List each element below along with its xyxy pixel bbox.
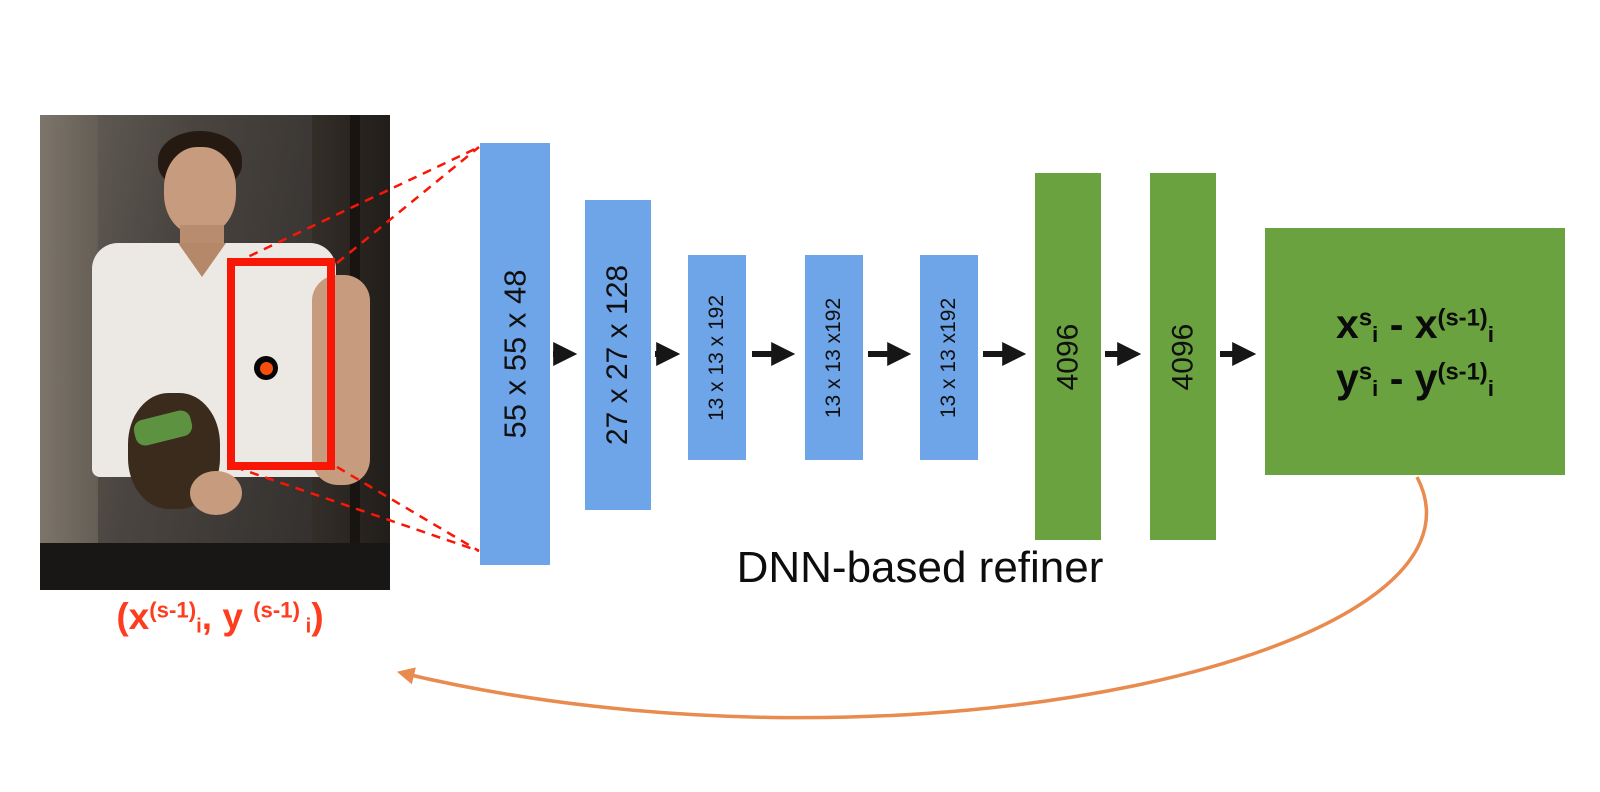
predicted-joint-dot-center <box>259 361 273 375</box>
bounding-box <box>227 258 335 470</box>
fc-layer-1: 4096 <box>1035 173 1101 540</box>
term-sup: (s-1) <box>1437 358 1488 386</box>
photo-person-vneck <box>178 243 226 277</box>
refiner-caption: DNN-based refiner <box>736 543 1104 592</box>
photo-person-hand <box>190 471 242 515</box>
term-sub: i <box>300 615 312 638</box>
output-expression-y: ysi - y(s-1)i <box>1336 355 1494 402</box>
conv-layer-3: 13 x 13 x 192 <box>688 255 746 460</box>
input-coordinates-caption: (x(s-1)i, y (s-1) i) <box>25 596 415 639</box>
photo-background-pillar <box>40 115 98 590</box>
term-operator: - <box>1378 354 1415 401</box>
output-box: xsi - x(s-1)i ysi - y(s-1)i <box>1265 228 1565 475</box>
term-sup: s <box>1358 305 1373 333</box>
conv-layer-5: 13 x 13 x192 <box>920 255 978 460</box>
conv-layer-4-label: 13 x 13 x192 <box>822 297 846 418</box>
photo-person-trousers <box>40 543 390 590</box>
term-open-paren: ( <box>116 596 129 637</box>
term-base: x <box>128 596 150 637</box>
conv-layer-5-label: 13 x 13 x192 <box>937 297 961 418</box>
output-expression-x: xsi - x(s-1)i <box>1336 301 1494 348</box>
term-operator: - <box>1378 301 1415 348</box>
conv-layer-2-label: 27 x 27 x 128 <box>601 264 635 446</box>
term-sup: (s-1) <box>149 597 197 623</box>
conv-layer-4: 13 x 13 x192 <box>805 255 863 460</box>
term-base: x <box>1336 301 1359 348</box>
term-sup: s <box>1358 358 1373 386</box>
term-base: y <box>222 596 254 637</box>
term-sub: i <box>1487 322 1494 348</box>
conv-layer-1-label: 55 x 55 x 48 <box>497 269 532 439</box>
conv-layer-2: 27 x 27 x 128 <box>585 200 651 510</box>
conv-layer-3-label: 13 x 13 x 192 <box>705 294 728 421</box>
term-separator: , <box>201 596 223 637</box>
term-close-paren: ) <box>311 596 324 637</box>
term-sub: i <box>196 615 202 638</box>
term-sup: (s-1) <box>1437 305 1488 333</box>
conv-layer-1: 55 x 55 x 48 <box>480 143 550 565</box>
term-sub: i <box>1372 375 1379 401</box>
fc-layer-2: 4096 <box>1150 173 1216 540</box>
input-photo <box>40 115 390 590</box>
predicted-joint-dot <box>254 356 278 380</box>
term-base: x <box>1414 301 1438 348</box>
term-sup: (s-1) <box>253 597 301 623</box>
photo-person-arm <box>312 275 370 485</box>
term-sub: i <box>1372 322 1379 348</box>
feedback-arrow <box>396 476 1428 720</box>
term-sub: i <box>1487 375 1494 401</box>
fc-layer-1-label: 4096 <box>1051 323 1084 390</box>
fc-layer-2-label: 4096 <box>1166 323 1199 390</box>
photo-person-head <box>164 147 236 235</box>
term-base: y <box>1414 354 1438 401</box>
term-base: y <box>1336 354 1359 401</box>
